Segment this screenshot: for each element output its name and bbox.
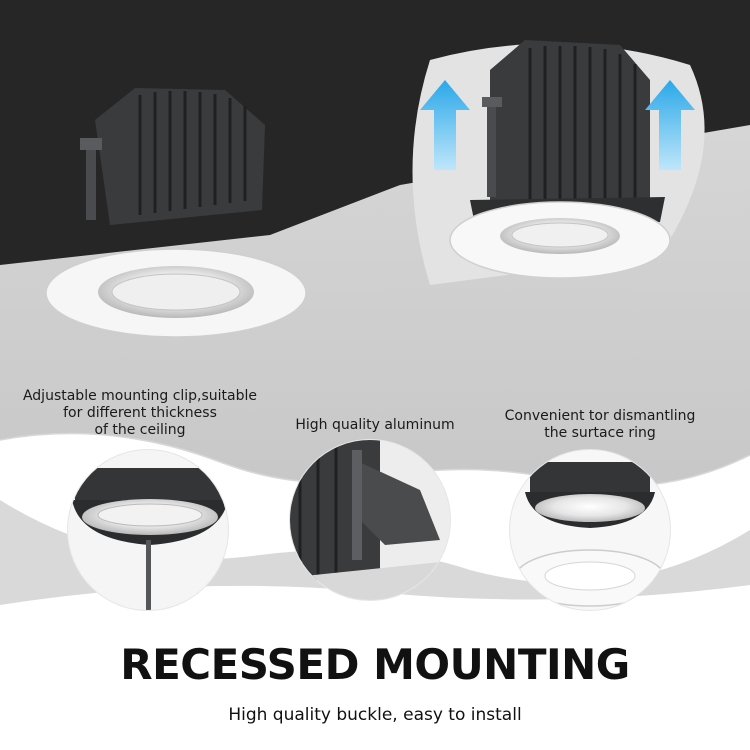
feature-label-ring: Convenient tor dismantling the surtace r…	[480, 408, 720, 442]
detail-circle-ring	[509, 449, 671, 611]
right-trim-ring	[449, 201, 671, 279]
feature-label-aluminum: High quality aluminum	[265, 417, 485, 434]
feature-line: Convenient tor dismantling	[504, 408, 696, 424]
right-heatsink	[470, 40, 665, 225]
title-background	[0, 585, 750, 750]
feature-line: High quality aluminum	[295, 417, 455, 433]
detail-circle-clip	[67, 449, 229, 611]
detail-circle-aluminum	[289, 439, 451, 601]
feature-line: the surtace ring	[544, 425, 656, 441]
banner-title: RECESSED MOUNTING	[120, 640, 630, 689]
feature-line: Adjustable mounting clip,suitable	[22, 388, 258, 404]
up-arrow-icon	[420, 80, 470, 170]
feature-label-clip: Adjustable mounting clip,suitable for di…	[14, 388, 266, 439]
up-arrow-icon	[645, 80, 695, 170]
feature-line: for different thickness	[63, 405, 217, 421]
feature-line: of the ceiling	[94, 422, 186, 438]
banner-subtitle: High quality buckle, easy to install	[228, 705, 522, 725]
left-heatsink	[80, 88, 265, 225]
left-trim-ring	[45, 248, 307, 338]
